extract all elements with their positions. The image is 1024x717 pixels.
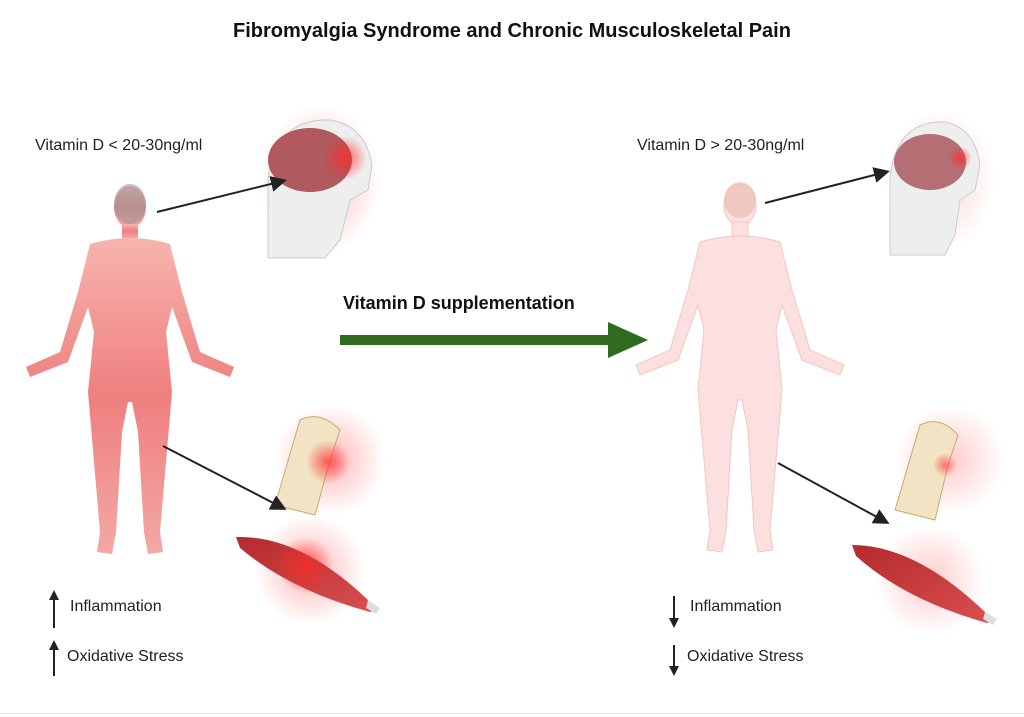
- supplementation-label: Vitamin D supplementation: [343, 293, 575, 313]
- right-brain-arrow: [764, 167, 890, 204]
- supplementation-arrow: [340, 322, 648, 358]
- right-knee-arrow: [777, 462, 890, 524]
- figure-title: Fibromyalgia Syndrome and Chronic Muscul…: [233, 20, 791, 42]
- left-brain-arrow: [156, 176, 287, 213]
- right-knee-callout: [894, 405, 1005, 521]
- left-vitamin-label: Vitamin D < 20-30ng/ml: [35, 137, 203, 154]
- left-brain-callout: [260, 105, 380, 259]
- left-knee-callout: [274, 405, 385, 516]
- right-vitamin-label: Vitamin D > 20-30ng/ml: [637, 137, 805, 154]
- right-muscle-callout: [852, 525, 997, 635]
- bottom-divider: [0, 713, 1024, 714]
- left-muscle-callout: [236, 515, 380, 625]
- left-inflammation-up-arrow-icon: [49, 590, 59, 628]
- left-oxidative-up-arrow-icon: [49, 640, 59, 676]
- right-oxidative-down-arrow-icon: [669, 645, 679, 676]
- right-effect-inflammation: Inflammation: [690, 598, 782, 615]
- right-brain-callout: [885, 110, 995, 256]
- left-inflamed-body: [26, 184, 234, 554]
- left-effect-inflammation: Inflammation: [70, 598, 162, 615]
- right-inflammation-down-arrow-icon: [669, 596, 679, 628]
- left-effect-oxidative-stress: Oxidative Stress: [67, 648, 184, 665]
- left-knee-arrow: [162, 445, 287, 510]
- right-effect-oxidative-stress: Oxidative Stress: [687, 648, 804, 665]
- right-healthy-body: [635, 182, 845, 553]
